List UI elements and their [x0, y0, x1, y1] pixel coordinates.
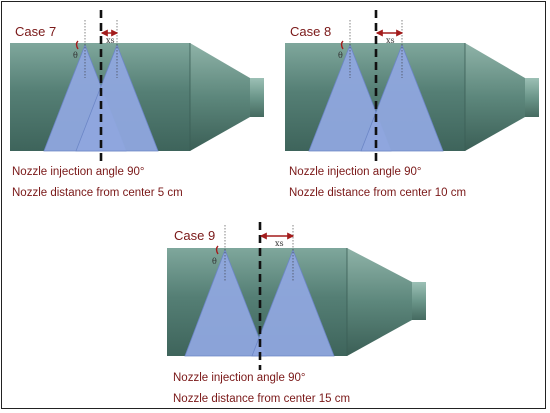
- case-9-panel: xs θ Case 9 Nozzle injection angle 90° N…: [167, 222, 426, 405]
- spray-cone-right: [251, 248, 335, 357]
- theta-label: θ: [73, 51, 78, 60]
- angle-caption: Nozzle injection angle 90°: [173, 372, 305, 384]
- distance-caption: Nozzle distance from center 5 cm: [12, 187, 183, 199]
- spray-cone-left: [184, 248, 267, 357]
- angle-caption: Nozzle injection angle 90°: [289, 166, 421, 178]
- case-title: Case 8: [290, 24, 331, 39]
- theta-label: θ: [212, 257, 217, 266]
- theta-arc: [340, 40, 344, 50]
- case-title: Case 7: [15, 24, 56, 39]
- case-7-panel: xs θ Case 7 Nozzle injection angle 90° N…: [10, 10, 264, 199]
- spray-cone-right: [360, 43, 444, 152]
- spray-cone-left: [308, 43, 392, 152]
- theta-arc: [215, 245, 219, 255]
- xs-label: xs: [386, 36, 395, 45]
- distance-caption: Nozzle distance from center 15 cm: [173, 393, 350, 405]
- theta-label: θ: [338, 51, 343, 60]
- case-title: Case 9: [174, 228, 215, 243]
- spray-cone-right: [75, 43, 159, 152]
- theta-arc: [75, 40, 79, 50]
- xs-label: xs: [106, 36, 115, 45]
- angle-caption: Nozzle injection angle 90°: [12, 166, 144, 178]
- xs-label: xs: [275, 239, 284, 248]
- case-8-panel: xs θ Case 8 Nozzle injection angle 90° N…: [285, 10, 539, 199]
- distance-caption: Nozzle distance from center 10 cm: [289, 187, 466, 199]
